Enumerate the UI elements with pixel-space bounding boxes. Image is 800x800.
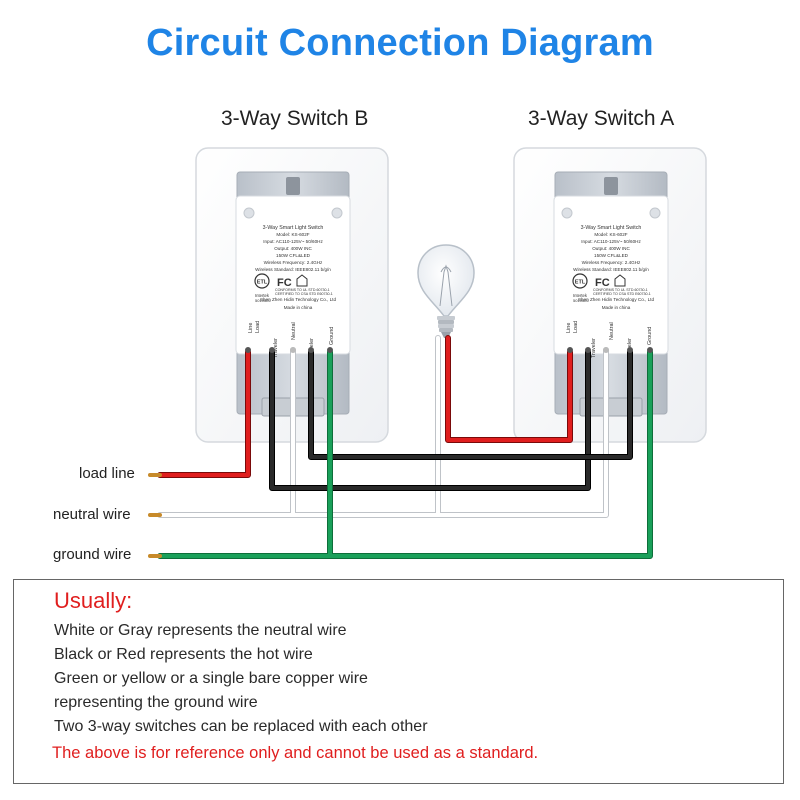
switch-a-conforms: CONFORMS TO UL STD.60730-1 <box>593 288 648 292</box>
switch-b-certified: CERTIFIED TO CSA STD E60730-1 <box>275 292 333 296</box>
switch-b-spec-cfl: 150W CFL&LED <box>276 253 311 258</box>
switch-a-spec-input: Input: AC110-125V~ 50/60Hz <box>581 239 641 244</box>
notes-box: Usually: White or Gray represents the ne… <box>13 579 784 784</box>
switch-a-spec-output: Output: 400W INC <box>592 246 630 251</box>
switch-a-home-icon <box>614 274 626 287</box>
notes-warning: The above is for reference only and cann… <box>52 744 539 762</box>
switch-a-top-screw-slot <box>604 177 618 195</box>
svg-text:FC: FC <box>277 277 292 289</box>
switch-b-spec-input: Input: AC110-125V~ 50/60Hz <box>263 239 323 244</box>
lamp-wire-core <box>446 336 572 442</box>
switch-b-fc-logo: FC <box>277 277 292 289</box>
traveler-wire-2-core <box>309 350 632 459</box>
switch-a-spec-standard: Wireless Standard: IEEE802.11 b/g/n <box>573 267 649 272</box>
switch-a-hole-left <box>561 207 573 219</box>
switch-b-spec-maker: Shen Zhen Hidin Technology Co., Ltd <box>260 297 336 302</box>
switch-b-top-screw-slot <box>286 177 300 195</box>
switch-b-hole-right <box>331 207 343 219</box>
switch-b-term-ground: Ground <box>329 327 335 345</box>
note-line: Two 3-way switches can be replaced with … <box>54 718 428 735</box>
switch-a-term-ground: Ground <box>647 327 653 345</box>
switch-a-title: 3-Way Switch A <box>528 107 675 130</box>
switch-b-spec-name: 3-Way Smart Light Switch <box>263 225 324 231</box>
switch-a-spec-cfl: 150W CFL&LED <box>594 253 629 258</box>
load-line-label: load line <box>79 465 135 482</box>
notes-heading: Usually: <box>54 588 133 613</box>
note-line: White or Gray represents the neutral wir… <box>54 622 347 639</box>
switch-b-term-neutral: Neutral <box>291 322 297 340</box>
switch-b-term-line: Line <box>248 323 254 333</box>
switch-a-bottom-tab <box>579 397 643 417</box>
switch-a-fc-logo: FC <box>595 277 610 289</box>
switch-a-term-line: Line <box>566 323 572 333</box>
switch-a-term-neutral: Neutral <box>609 322 615 340</box>
switch-b-etl-logo: ETL <box>254 273 270 289</box>
switch-a-intertek-no: 5010526 <box>573 298 589 303</box>
switch-b-terminal-screws <box>245 347 333 353</box>
switch-a-spec-model: Model: KS-602F <box>594 232 627 237</box>
switch-a-spec-freq: Wireless Frequency: 2.4GHz <box>582 260 641 265</box>
note-line: Black or Red represents the hot wire <box>54 646 313 663</box>
switch-a-hole-right <box>649 207 661 219</box>
note-line: representing the ground wire <box>54 694 258 711</box>
note-line: Green or yellow or a single bare copper … <box>54 670 368 687</box>
load-line-wire-core <box>158 350 250 477</box>
switch-b-conforms: CONFORMS TO UL STD.60730-1 <box>275 288 330 292</box>
switch-b-term-load: Load <box>255 321 261 333</box>
switch-a-etl-logo: ETL <box>572 273 588 289</box>
svg-text:ETL: ETL <box>575 280 586 286</box>
switch-b-title: 3-Way Switch B <box>221 107 369 130</box>
switch-a-term-traveler-1: Traveler <box>591 338 597 358</box>
switch-a-term-load: Load <box>573 321 579 333</box>
switch-b-intertek: Intertek <box>255 293 270 298</box>
switch-b-spec-output: Output: 400W INC <box>274 246 312 251</box>
ground-wire-label: ground wire <box>53 546 132 563</box>
switch-a-intertek: Intertek <box>573 293 588 298</box>
switch-b-spec-made: Made in china <box>284 305 313 310</box>
switch-a: 3-Way Smart Light Switch Model: KS-602F … <box>513 147 707 443</box>
switch-a-spec-made: Made in china <box>602 305 631 310</box>
neutral-wire-label: neutral wire <box>53 506 131 523</box>
switch-a-terminal-screws <box>567 347 653 353</box>
ground-wire-core <box>158 350 652 558</box>
switch-b-home-icon <box>296 274 308 287</box>
wiring-diagram: 3-Way Smart Light Switch Model: KS-602F … <box>148 147 707 559</box>
switch-b-term-traveler-1: Traveler <box>273 338 279 358</box>
svg-text:FC: FC <box>595 277 610 289</box>
switch-a-certified: CERTIFIED TO CSA STD E60730-1 <box>593 292 651 296</box>
traveler-wire-1-core <box>270 350 590 490</box>
switch-a-module-body <box>553 195 669 355</box>
switch-b: 3-Way Smart Light Switch Model: KS-602F … <box>195 147 389 443</box>
light-bulb-icon <box>417 244 475 338</box>
page-title: Circuit Connection Diagram <box>146 22 654 64</box>
switch-a-spec-maker: Shen Zhen Hidin Technology Co., Ltd <box>578 297 654 302</box>
switch-b-spec-model: Model: KS-602F <box>276 232 309 237</box>
svg-text:ETL: ETL <box>257 280 268 286</box>
switch-b-spec-freq: Wireless Frequency: 2.4GHz <box>264 260 323 265</box>
switch-b-intertek-no: 5010526 <box>255 298 271 303</box>
switch-b-hole-left <box>243 207 255 219</box>
switch-b-spec-standard: Wireless Standard: IEEE802.11 b/g/n <box>255 267 331 272</box>
switch-a-spec-name: 3-Way Smart Light Switch <box>581 225 642 231</box>
